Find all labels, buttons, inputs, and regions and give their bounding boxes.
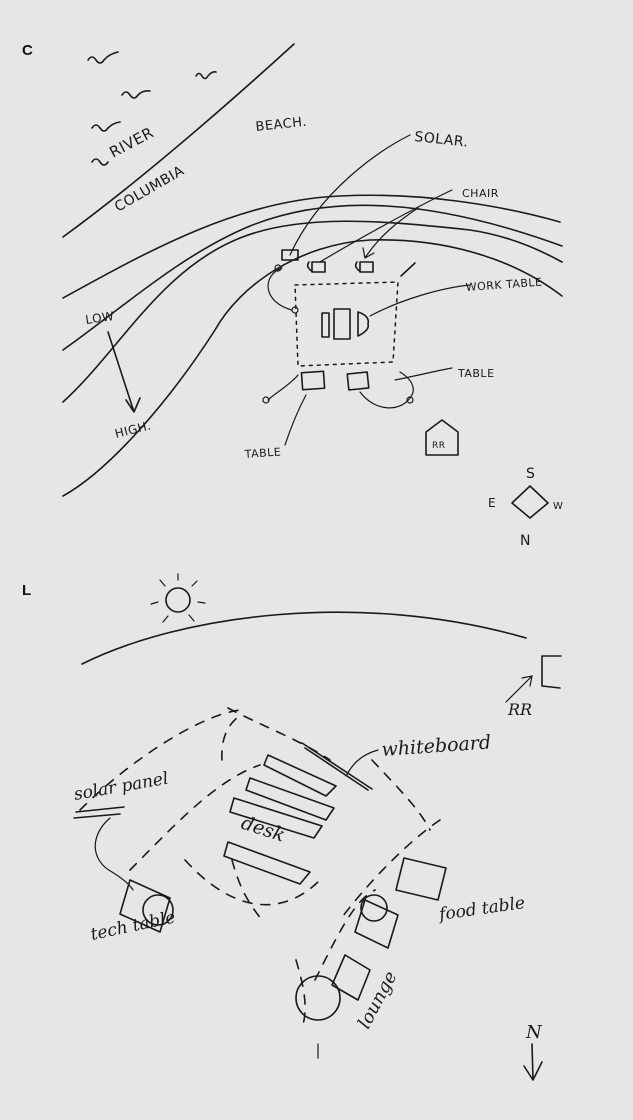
compass-west: W <box>553 501 563 512</box>
riverbank-line <box>63 44 294 237</box>
whiteboard-label: whiteboard <box>381 731 492 761</box>
compass-south: S <box>526 466 535 482</box>
sun-icon <box>151 574 205 622</box>
compass-east: E <box>488 496 496 510</box>
desk-shape-3 <box>358 312 368 336</box>
whiteboard-shape <box>302 743 372 790</box>
columbia-label: COLUMBIA <box>112 163 187 216</box>
chair-label: CHAIR <box>462 187 499 200</box>
site-plan-sketch-l: RR whiteboard solar panel <box>0 560 633 1120</box>
compass-icon <box>512 486 548 518</box>
sketch-panel-c: C RIVER COLUMBIA BEACH. LOW HIGH. <box>0 0 633 560</box>
sketch-panel-l: L RR whiteboard solar <box>0 560 633 1120</box>
desk-label: desk <box>238 812 287 847</box>
work-table-label: WORK TABLE <box>465 276 543 294</box>
food-table-label: food table <box>436 893 526 925</box>
site-plan-sketch-c: RIVER COLUMBIA BEACH. LOW HIGH. <box>0 0 633 560</box>
solar-label: SOLAR. <box>414 129 470 151</box>
restroom-label-l: RR <box>507 700 532 719</box>
north-arrow-icon <box>524 1044 542 1080</box>
desk-shape-1 <box>322 313 329 337</box>
site-boundary <box>295 282 398 366</box>
chair-shape-1 <box>312 262 325 272</box>
table-bottom-label: TABLE <box>243 445 281 461</box>
food-table-shape <box>396 858 446 900</box>
tech-table-label: tech table <box>89 907 177 944</box>
lounge-shape <box>332 955 370 1000</box>
river-label: RIVER <box>106 123 156 161</box>
low-label: LOW <box>84 309 115 327</box>
desk-shape-2 <box>334 309 350 339</box>
desk-stack <box>224 755 336 884</box>
table-right-label: TABLE <box>457 367 495 380</box>
lounge-label: lounge <box>354 968 402 1033</box>
restroom-label-c: RR <box>432 441 446 451</box>
beach-label: BEACH. <box>255 115 308 135</box>
table-shape-1 <box>301 371 324 389</box>
chair-shape-2 <box>360 262 373 272</box>
slope-arrow <box>108 332 140 412</box>
restroom-icon-l <box>542 656 561 688</box>
compass-north: N <box>520 533 531 549</box>
table-shape-2 <box>347 372 369 390</box>
horizon-arc <box>82 612 526 664</box>
contour-lines <box>63 195 562 496</box>
lounge-circle <box>296 976 340 1020</box>
north-label: N <box>525 1022 543 1043</box>
